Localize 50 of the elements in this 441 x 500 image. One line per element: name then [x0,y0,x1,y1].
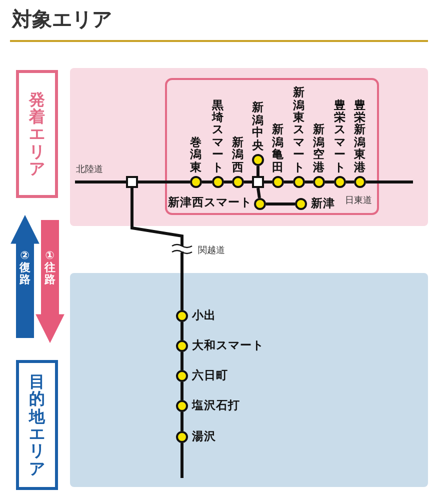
area-title: 発着エリア [28,90,46,178]
direction-arrow [10,214,40,338]
road-line [256,188,261,198]
station-name: 新潟中央 [252,101,264,151]
road-line [75,180,126,184]
junction-marker [252,176,264,188]
road-line [202,180,212,184]
station-name: 新潟亀田 [272,123,284,173]
station-name: 巻潟東 [190,136,202,173]
road-line [180,322,184,340]
road-line [256,166,260,176]
station-name: 豊栄新潟東港 [354,98,366,173]
station-name: 新潟空港 [312,123,326,173]
page-title: 対象エリア [12,6,112,33]
station-name: 塩沢石打 [192,399,240,412]
station-name: 黒埼スマート [212,98,224,173]
road-line [284,180,293,184]
road-line [138,180,190,184]
road-line [266,202,295,206]
road-name: 北陸道 [76,164,103,176]
area-panel [16,360,58,490]
road-line [264,180,272,184]
area-title: 目的地エリア [28,373,46,477]
station-name: 大和スマート [192,339,264,352]
road-line [366,180,413,184]
road-line [346,180,354,184]
road-line [180,412,184,431]
station-name: 新潟西 [232,136,244,173]
junction-marker [126,176,138,188]
station-name: 小出 [192,309,216,322]
direction-arrow [36,220,64,344]
road-line [305,180,313,184]
road-line [244,180,252,184]
station-name: 新津西スマート [168,196,252,209]
road-name: 日東道 [345,194,372,207]
road-line [180,443,184,478]
road-line [224,180,232,184]
station-name: 湯沢 [192,430,216,443]
edge-label: ①往路 [44,250,56,286]
road-line [130,188,184,310]
station-name: 豊栄スマート [334,98,346,173]
road-line [180,382,184,400]
road-name: 関越道 [198,244,225,257]
station-name: 新潟東スマート [292,86,306,173]
station-name: 新津 [311,197,335,210]
area-panel [16,70,58,198]
road-line [180,352,184,370]
edge-label: ②復路 [19,250,31,286]
road-line [325,180,334,184]
station-name: 六日町 [192,369,228,382]
